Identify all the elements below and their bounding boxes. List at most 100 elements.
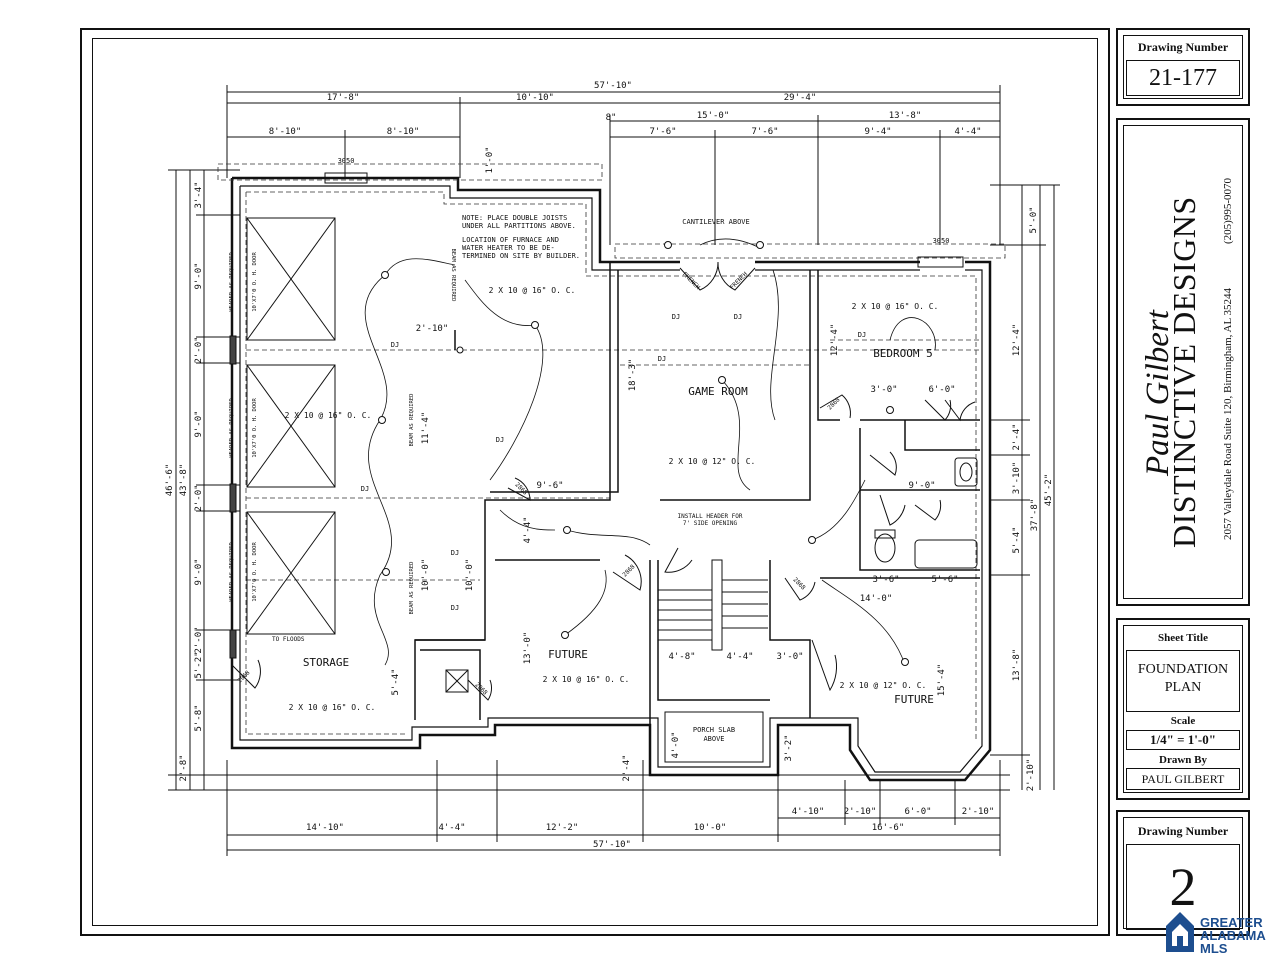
dj-mark: DJ: [734, 313, 742, 321]
dim-top-f: 8": [606, 113, 617, 123]
company-name-main: DISTINCTIVE DESIGNS: [1166, 196, 1202, 548]
note-joists-2: UNDER ALL PARTITIONS ABOVE.: [462, 222, 576, 230]
logo-text-line1: GREATER: [1200, 915, 1263, 930]
note-beam: BEAM AS REQUIRED: [450, 249, 456, 302]
dim-interior: 3'-0": [870, 385, 897, 395]
dim-interior: 1'-0": [485, 146, 495, 173]
dim-right-a: 5'-0": [1029, 206, 1039, 233]
dim-interior: 4'-4": [523, 516, 533, 543]
room-future-left: FUTURE: [548, 648, 588, 661]
dim-right-g: 2'-10": [1026, 759, 1036, 792]
dim-interior: 5'-4": [391, 668, 401, 695]
logo-text-line2: ALABAMA: [1200, 928, 1266, 943]
dim-top-d: 8'-10": [269, 127, 302, 137]
dim-right-d: 3'-10": [1012, 462, 1022, 495]
joist-callout-2: 2 X 10 @ 16" O. C.: [285, 411, 372, 420]
dim-left-h: 5'-2": [194, 651, 204, 678]
dim-top-l: 4'-4": [954, 127, 981, 137]
dim-left-g: 2'-0": [194, 626, 204, 653]
room-future-right: FUTURE: [894, 693, 934, 706]
window-label-2: 3050: [933, 237, 950, 245]
sheet-title-value: FOUNDATION PLAN: [1126, 650, 1240, 712]
dim-bottom-i: 16'-6": [872, 823, 905, 833]
note-furnace-1: LOCATION OF FURNACE AND: [462, 236, 559, 244]
note-header: HEADER AS REQUIRED: [229, 398, 235, 458]
joist-callout-1: 2 X 10 @ 16" O. C.: [489, 286, 576, 295]
scale-label: Scale: [1170, 715, 1196, 727]
dim-interior: 6'-0": [928, 385, 955, 395]
dim-right-c: 2'-4": [1012, 423, 1022, 450]
joist-callout-5: 2 X 10 @ 16" O. C.: [543, 675, 630, 684]
dim-bottom-e: 4'-10": [792, 807, 825, 817]
dim-interior: 3'-6": [872, 575, 899, 585]
dim-top-i: 7'-6": [649, 127, 676, 137]
dim-top-h: 13'-8": [889, 111, 922, 121]
dim-interior: 14'-0": [860, 594, 893, 604]
dim-top-a: 17'-8": [327, 93, 360, 103]
house-icon: [1166, 912, 1194, 952]
drawing-frame-inner: [92, 38, 1098, 926]
dim-bottom-c: 12'-2": [546, 823, 579, 833]
dim-top-b: 10'-10": [516, 93, 554, 103]
dim-interior: 5'-6": [931, 575, 958, 585]
sheet-title-line2: PLAN: [1164, 680, 1202, 695]
drawn-by-label: Drawn By: [1159, 754, 1207, 766]
dim-right-b: 12'-4": [1012, 324, 1022, 357]
dim-interior: 12'-4": [830, 324, 840, 357]
joist-callout-7: 2 X 10 @ 12" O. C.: [840, 681, 927, 690]
note-furnace-2: WATER HEATER TO BE DE-: [462, 244, 555, 252]
dim-top-overall: 57'-10": [594, 81, 632, 91]
dim-interior: 4'-8": [668, 652, 695, 662]
dim-interior: 15'-4": [937, 664, 947, 697]
joist-callout-6: 2 X 10 @ 16" O. C.: [289, 703, 376, 712]
dim-bottom-overall: 57'-10": [593, 840, 631, 850]
company-phone: (205)995-0070: [1222, 178, 1234, 244]
dim-right-e: 5'-4": [1012, 526, 1022, 553]
dim-bottom-b: 4'-4": [438, 823, 465, 833]
note-header: HEADER AS REQUIRED: [229, 252, 235, 312]
note-garage-door: 10'X7'0 O. H. DOOR: [252, 252, 258, 312]
drawing-number-label: Drawing Number: [1137, 824, 1229, 838]
dim-bottom-g: 6'-0": [904, 807, 931, 817]
dim-left-c: 2'-0": [194, 336, 204, 363]
dim-left-j: 2'-8": [179, 754, 189, 781]
joist-callout-4: 2 X 10 @ 12" O. C.: [669, 457, 756, 466]
dim-right-sub: 37'-8": [1030, 499, 1040, 532]
dim-bottom-f: 2'-10": [844, 807, 877, 817]
dim-interior: 10'-0": [465, 559, 475, 592]
dj-mark: DJ: [496, 436, 504, 444]
room-game-room: GAME ROOM: [688, 385, 748, 398]
door-label-french: FRENCH: [681, 271, 702, 292]
drawing-number-value: 21-177: [1126, 60, 1240, 96]
note-garage-door: 10'X7'0 O. H. DOOR: [252, 398, 258, 458]
note-beam: BEAM AS REQUIRED: [409, 394, 415, 447]
company-address: 2057 Valleydale Road Suite 120, Birmingh…: [1222, 287, 1234, 540]
joist-callout-3: 2 X 10 @ 16" O. C.: [852, 302, 939, 311]
note-header: HEADER AS REQUIRED: [229, 542, 235, 602]
drawing-number-label: Drawing Number: [1137, 40, 1229, 54]
dim-left-e: 2'-0": [194, 484, 204, 511]
dim-interior: 3'-0": [776, 652, 803, 662]
dim-left-f: 9'-0": [194, 558, 204, 585]
dj-mark: DJ: [361, 485, 369, 493]
dim-interior: 2'-10": [416, 324, 449, 334]
dim-interior: 9'-6": [536, 481, 563, 491]
sheet-title-label: Sheet Title: [1157, 632, 1208, 644]
sheet-info-box: Sheet Title FOUNDATION PLAN Scale 1/4" =…: [1116, 618, 1250, 800]
door-label: 2068: [473, 681, 488, 696]
dim-bottom-h: 2'-10": [962, 807, 995, 817]
dj-mark: DJ: [451, 549, 459, 557]
note-to-floods: TO FLOODS: [272, 636, 305, 643]
note-furnace-3: TERMINED ON SITE BY BUILDER.: [462, 252, 580, 260]
dim-interior: 9'-0": [908, 481, 935, 491]
dim-top-c: 29'-4": [784, 93, 817, 103]
dim-right-overall: 45'-2": [1044, 474, 1054, 507]
drawing-number-value: 2: [1126, 844, 1240, 930]
dim-interior: 11'-4": [421, 412, 431, 445]
greater-alabama-mls-logo: GREATER ALABAMA MLS: [1160, 908, 1284, 957]
dim-interior: 2'-4": [622, 754, 632, 781]
dim-bottom-a: 14'-10": [306, 823, 344, 833]
dim-left-a: 3'-4": [194, 181, 204, 208]
dim-top-j: 7'-6": [751, 127, 778, 137]
